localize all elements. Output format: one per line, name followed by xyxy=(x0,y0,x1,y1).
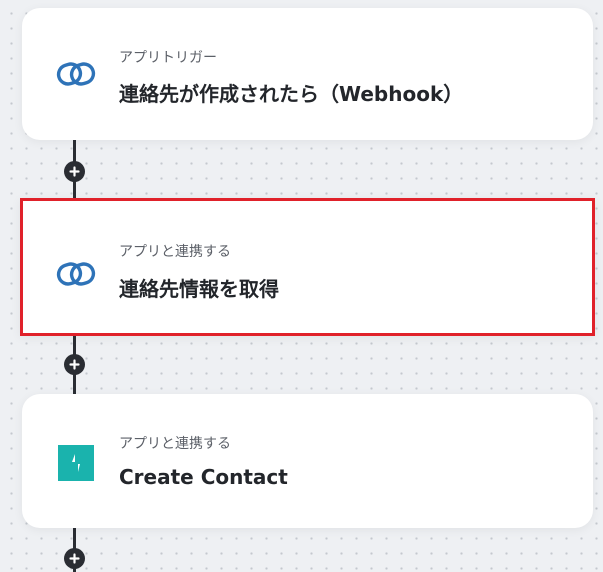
flow-step-card-create-contact[interactable]: アプリと連携する Create Contact xyxy=(22,394,593,528)
plus-icon xyxy=(69,553,80,564)
flow-step-card-get-contact[interactable]: アプリと連携する 連絡先情報を取得 xyxy=(20,198,595,336)
teal-app-logo-icon xyxy=(56,443,96,483)
link-chain-icon xyxy=(56,54,96,94)
step-title: 連絡先情報を取得 xyxy=(119,277,279,301)
add-step-button[interactable] xyxy=(64,161,85,182)
add-step-button[interactable] xyxy=(64,354,85,375)
link-chain-icon xyxy=(56,254,96,294)
step-title: Create Contact xyxy=(119,465,288,489)
step-type-label: アプリと連携する xyxy=(119,436,231,452)
step-type-label: アプリと連携する xyxy=(119,244,231,260)
plus-icon xyxy=(69,166,80,177)
flow-step-card-trigger[interactable]: アプリトリガー 連絡先が作成されたら（Webhook） xyxy=(22,8,593,140)
add-step-button[interactable] xyxy=(64,548,85,569)
step-title: 連絡先が作成されたら（Webhook） xyxy=(119,82,464,106)
step-type-label: アプリトリガー xyxy=(119,50,217,66)
plus-icon xyxy=(69,359,80,370)
